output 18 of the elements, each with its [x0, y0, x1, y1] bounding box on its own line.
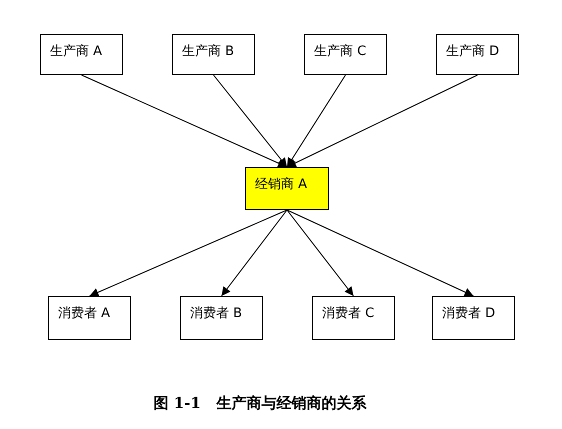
consumer-box: 消费者 D	[432, 296, 515, 340]
producer-box: 生产商 D	[436, 34, 519, 75]
consumer-box: 消费者 C	[312, 296, 395, 340]
consumer-box: 消费者 A	[48, 296, 131, 340]
producer-box: 生产商 C	[304, 34, 387, 75]
producer-box: 生产商 B	[172, 34, 255, 75]
arrow	[213, 74, 288, 168]
consumer-box: 消费者 B	[180, 296, 263, 340]
arrow	[286, 74, 346, 168]
distributor-box: 经销商 A	[245, 167, 329, 210]
arrow	[81, 74, 288, 168]
arrow	[221, 210, 288, 296]
arrow	[286, 210, 354, 296]
figure-caption: 图 1-1 生产商与经销商的关系	[152, 394, 368, 413]
arrow	[89, 210, 288, 297]
arrow	[286, 210, 474, 296]
producer-box: 生产商 A	[40, 34, 123, 75]
arrow	[286, 74, 478, 168]
